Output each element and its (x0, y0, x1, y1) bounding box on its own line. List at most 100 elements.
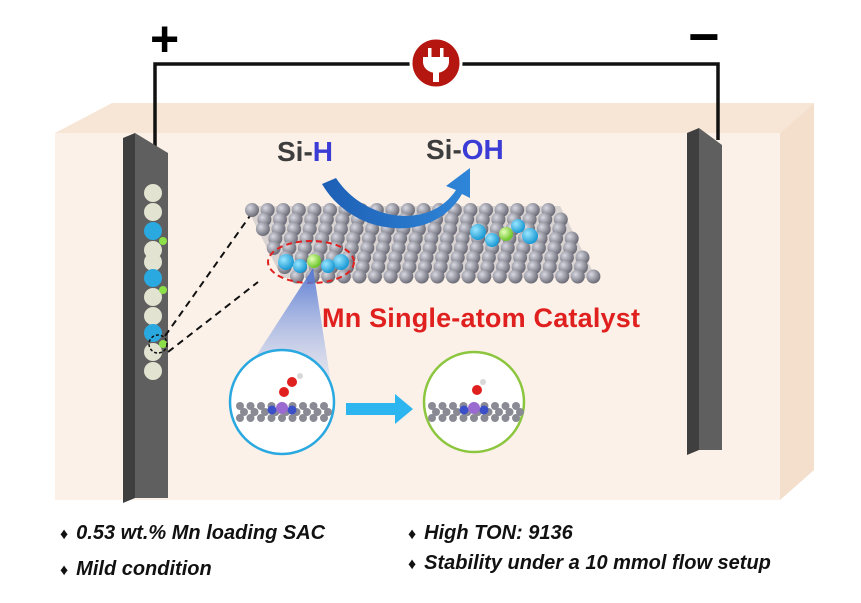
graphene-sheet (245, 203, 601, 284)
carbon-atom (303, 408, 311, 416)
carbon-atom (480, 414, 489, 422)
carbon-atom (261, 408, 269, 416)
carbon-atom (555, 269, 570, 284)
carbon-atom (491, 414, 499, 422)
cathode-electrode (687, 128, 722, 455)
reactant-h-text: H (312, 136, 334, 167)
bullet-item: ♦ High TON: 9136 (408, 522, 573, 545)
hydrogen-atom (297, 373, 303, 379)
diamond-bullet-icon: ♦ (60, 562, 69, 579)
positive-terminal-label: + (150, 11, 180, 67)
negative-terminal-label: − (688, 7, 720, 67)
carbon-atom (288, 414, 297, 422)
carbon-atom (461, 269, 476, 284)
carbon-atom (442, 408, 451, 416)
right-arrow-icon (346, 394, 413, 424)
product-label: Si-OH (426, 134, 504, 166)
carbon-atom (516, 408, 524, 416)
nitrogen-atom (267, 405, 277, 415)
carbon-atom (299, 402, 307, 410)
carbon-atom (309, 414, 318, 422)
carbon-atom (491, 402, 499, 410)
carbon-atom (278, 414, 286, 422)
carbon-atom (501, 402, 510, 410)
carbon-atom (250, 408, 259, 416)
nitrogen-atom (287, 405, 297, 415)
carbon-atom (257, 414, 265, 422)
carbon-atom (309, 402, 318, 410)
carbon-atom (313, 408, 322, 416)
carbon-atom (477, 269, 492, 284)
carbon-atom (438, 414, 447, 422)
carbon-atom (492, 269, 507, 284)
carbon-atom (240, 408, 248, 416)
carbon-atom (267, 414, 276, 422)
carbon-atom (245, 203, 259, 217)
oxygen-atom (279, 387, 289, 397)
nitrogen-atom (459, 405, 469, 415)
mn-oo-intermediate-view (228, 348, 336, 456)
carbon-atom (453, 408, 461, 416)
bullet-text: 0.53 wt.% Mn loading SAC (76, 522, 326, 544)
diamond-bullet-icon: ♦ (408, 556, 417, 573)
carbon-atom (524, 269, 538, 284)
carbon-atom (320, 414, 328, 422)
oxygen-atom (287, 377, 297, 387)
zoom-lines (164, 212, 259, 353)
carbon-atom (495, 408, 503, 416)
carbon-atom (352, 269, 367, 284)
carbon-atom (432, 408, 440, 416)
bullet-item: ♦ Mild condition (60, 558, 212, 581)
oxygen-atom (472, 385, 482, 395)
carbon-atom (470, 414, 478, 422)
carbon-atom (512, 414, 520, 422)
carbon-atom (446, 269, 460, 284)
bullet-text: Stability under a 10 mmol flow setup (424, 552, 771, 574)
carbon-atom (246, 402, 255, 410)
carbon-atom (399, 269, 414, 284)
diamond-bullet-icon: ♦ (408, 526, 417, 543)
single-atom-sites (267, 219, 538, 284)
bullet-item: ♦ 0.53 wt.% Mn loading SAC (60, 522, 325, 545)
bullet-text: High TON: 9136 (424, 522, 573, 544)
carbon-atom (236, 414, 244, 422)
carbon-atom (255, 222, 270, 236)
product-oh-text: OH (461, 134, 504, 165)
carbon-atom (246, 414, 255, 422)
carbon-atom (428, 402, 436, 410)
carbon-atom (428, 414, 436, 422)
product-si-text: Si- (426, 134, 462, 165)
manganese-atom (276, 402, 288, 414)
hydrogen-atom (480, 379, 486, 385)
carbon-atom (459, 414, 468, 422)
carbon-atom (449, 402, 457, 410)
carbon-atom (501, 414, 510, 422)
mn-oh-product-view (422, 350, 526, 454)
carbon-atom (586, 269, 601, 284)
curved-arrow-icon (322, 168, 470, 229)
carbon-atom (414, 269, 429, 284)
carbon-atom (236, 402, 244, 410)
reactant-label: Si-H (277, 136, 333, 168)
catalyst-label: Mn Single-atom Catalyst (322, 303, 641, 333)
bullet-text: Mild condition (76, 558, 212, 580)
diamond-bullet-icon: ♦ (60, 526, 69, 543)
bullet-item: ♦ Stability under a 10 mmol flow setup (408, 552, 771, 575)
carbon-atom (508, 269, 523, 284)
carbon-atom (290, 269, 304, 284)
carbon-atom (299, 414, 307, 422)
carbon-atom (430, 269, 445, 284)
carbon-atom (505, 408, 514, 416)
nitrogen-atom (479, 405, 489, 415)
anode-catalyst-beads (144, 184, 168, 380)
carbon-atom (383, 269, 398, 284)
carbon-atom (539, 269, 554, 284)
carbon-atom (438, 402, 447, 410)
power-plug-icon (409, 36, 463, 90)
carbon-atom (320, 402, 328, 410)
carbon-atom (324, 408, 332, 416)
carbon-atom (570, 269, 585, 284)
carbon-atom (257, 402, 265, 410)
reactant-si-text: Si- (277, 136, 313, 167)
